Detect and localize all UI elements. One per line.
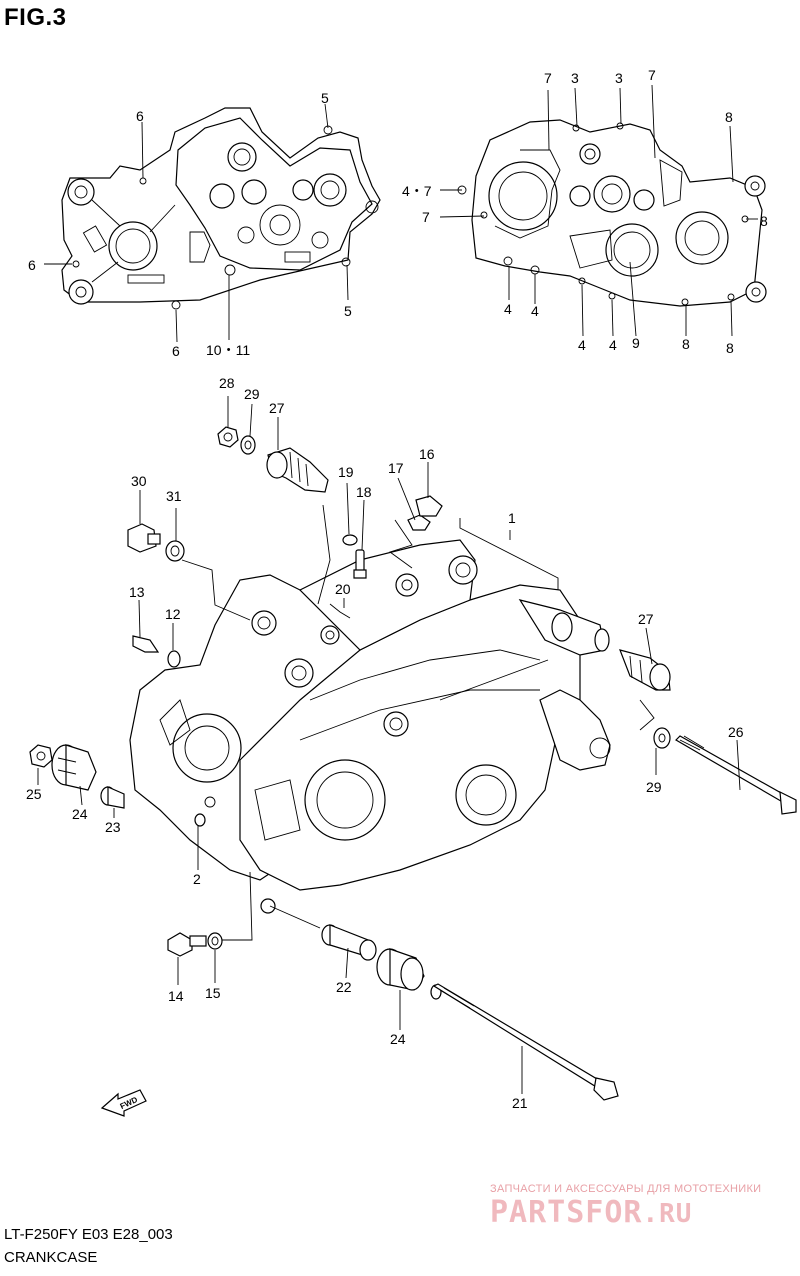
callout-14: 14 [168,988,184,1004]
leaders-top-right [439,84,758,337]
callout-29: 29 [646,779,662,795]
callout-29: 29 [244,386,260,402]
callout-8: 8 [682,336,690,352]
callout-labels: 6 6 6 5 5 10・11 7 3 3 7 8 4・7 7 8 4 4 4 … [26,67,768,1111]
part-2-dowel-pin [194,813,206,827]
callout-8: 8 [760,213,768,229]
callout-4: 4 [504,301,512,317]
callout-28: 28 [219,375,235,391]
watermark-logo-main: PARTSFOR [490,1195,643,1230]
figure-title: FIG.3 [4,4,67,31]
part-29-washer-right [653,727,671,749]
callout-7: 7 [648,67,656,83]
callout-7: 7 [544,70,552,86]
callout-31: 31 [166,488,182,504]
part-17-gasket [407,514,431,531]
callout-5: 5 [321,90,329,106]
part-18-bolt [353,549,367,579]
callout-17: 17 [388,460,404,476]
callout-8: 8 [726,340,734,356]
part-30-plug [127,523,161,553]
callout-30: 30 [131,473,147,489]
callout-7: 7 [422,209,430,225]
callout-24: 24 [72,806,88,822]
callout-8: 8 [725,109,733,125]
callout-27: 27 [638,611,654,627]
crankcase-assembly [129,539,611,914]
callout-23: 23 [105,819,121,835]
watermark-logo-tld: .RU [642,1199,693,1229]
part-15-washer [207,932,223,950]
part-21-bolt [430,983,619,1101]
part-27-dowel-top [266,447,329,493]
part-23-dowel-left [100,786,125,809]
part-27-dowel-right [619,649,671,691]
callout-6: 6 [136,108,144,124]
assembly-lines [181,504,655,941]
leaders-top-left [44,103,349,343]
part-25-nut [29,744,53,768]
callout-15: 15 [205,985,221,1001]
callout-21: 21 [512,1095,528,1111]
callout-19: 19 [338,464,354,480]
part-26-bolt [675,735,797,815]
callout-24: 24 [390,1031,406,1047]
callout-4: 4 [578,337,586,353]
fwd-arrow: FWD [100,1089,147,1117]
callout-6: 6 [172,343,180,359]
callout-10-11: 10・11 [206,342,250,358]
callout-3: 3 [571,70,579,86]
callout-6: 6 [28,257,36,273]
figure-caption: CRANKCASE [4,1249,98,1266]
callout-3: 3 [615,70,623,86]
left-crankcase-half-view [61,107,381,310]
part-12-o-ring [167,650,181,668]
callout-20: 20 [335,581,351,597]
part-14-bolt [167,932,207,957]
callout-5: 5 [344,303,352,319]
callout-4: 4 [531,303,539,319]
leaders-main [37,396,741,1094]
part-24-bearing-left [51,744,97,791]
callout-27: 27 [269,400,285,416]
part-28-nut [217,426,239,448]
callout-13: 13 [129,584,145,600]
callout-2: 2 [193,871,201,887]
callout-25: 25 [26,786,42,802]
part-29-washer-top [240,435,256,455]
part-16-cap [415,495,443,517]
right-crankcase-half-view [457,119,767,307]
callout-4: 4 [609,337,617,353]
callout-26: 26 [728,724,744,740]
callout-9: 9 [632,335,640,351]
callout-4-7: 4・7 [402,183,432,199]
part-24-bearing-bottom [376,948,425,991]
part-31-gasket [165,540,185,562]
watermark-subtitle: ЗАПЧАСТИ И АКСЕССУАРЫ ДЛЯ МОТОТЕХНИКИ [490,1183,762,1195]
callout-16: 16 [419,446,435,462]
callout-12: 12 [165,606,181,622]
figure-code: LT-F250FY E03 E28_003 [4,1226,173,1243]
part-13-sensor [132,635,160,653]
callout-22: 22 [336,979,352,995]
part-20-oil-line [329,603,351,619]
part-22-bushing [321,924,377,961]
callout-1: 1 [508,510,516,526]
callout-18: 18 [356,484,372,500]
part-19-washer [342,534,358,546]
watermark-logo: PARTSFOR.RU [490,1195,692,1230]
